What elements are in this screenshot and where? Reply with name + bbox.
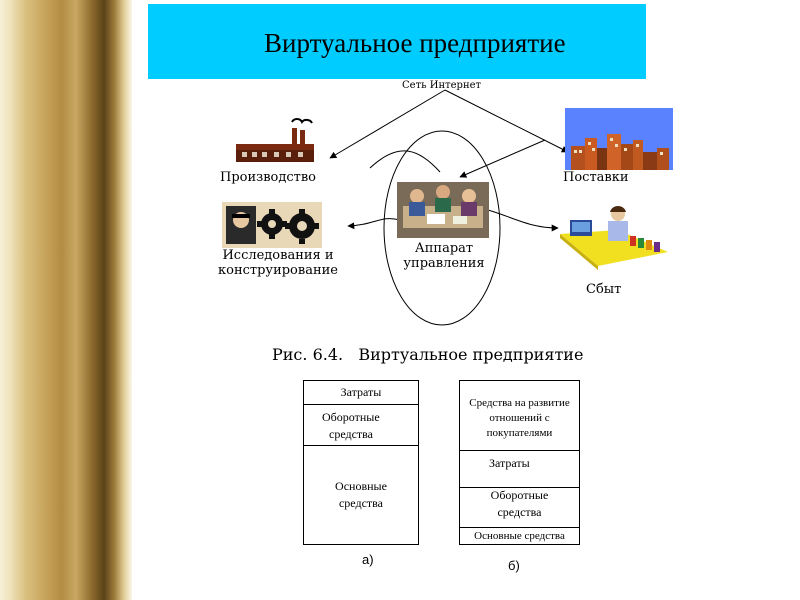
- management-label: Аппарат управления: [384, 241, 504, 271]
- box-b-divider-3: [460, 527, 579, 528]
- arrow-management-research: [347, 218, 401, 230]
- arrow-management-sales: [487, 209, 559, 232]
- management-ellipse: [383, 130, 501, 326]
- arrow-internet-supplies: [444, 89, 569, 153]
- box-b-working-2: средства: [497, 505, 542, 519]
- research-label-line2: конструирование: [218, 263, 338, 278]
- arrow-production-management: [369, 150, 441, 173]
- management-label-line2: управления: [403, 256, 485, 271]
- box-a-costs: Затраты: [340, 385, 382, 399]
- box-b-dev-3: покупателями: [486, 427, 553, 439]
- arrow-internet-production: [329, 89, 446, 159]
- decorative-sidebar: [0, 0, 132, 600]
- arrow-supplies-management: [459, 139, 546, 178]
- balance-box-b: Средства на развитие отношений с покупат…: [459, 380, 580, 545]
- box-a-fixed-1: Основные: [335, 479, 387, 493]
- research-label: Исследования и конструирование: [196, 248, 360, 278]
- box-b-fixed: Основные средства: [474, 530, 565, 542]
- box-b-costs: Затраты: [489, 456, 530, 470]
- box-a-divider-1: [304, 404, 418, 405]
- box-a-label: а): [362, 552, 374, 567]
- gears-icon: [222, 202, 322, 248]
- research-label-line1: Исследования и: [222, 248, 334, 263]
- cashier-icon: [560, 206, 668, 270]
- box-b-dev-1: Средства на развитие: [469, 397, 570, 409]
- box-b-dev-2: отношений с: [489, 412, 550, 424]
- city-icon: [565, 108, 673, 170]
- meeting-icon: [397, 182, 489, 238]
- title-banner: [148, 4, 646, 79]
- box-b-label: б): [508, 558, 520, 573]
- management-label-line1: Аппарат: [414, 241, 474, 256]
- box-a-divider-2: [304, 445, 418, 446]
- factory-icon: [236, 118, 314, 162]
- box-b-divider-2: [460, 487, 579, 488]
- box-a-fixed-2: средства: [338, 496, 383, 510]
- box-b-working-1: Оборотные: [490, 488, 549, 502]
- sales-label: Сбыт: [586, 282, 622, 297]
- production-label: Производство: [220, 170, 317, 185]
- box-b-divider-1: [460, 450, 579, 451]
- internet-label: Сеть Интернет: [402, 80, 482, 91]
- box-a-working-2: средства: [329, 427, 374, 441]
- box-a-working-1: Оборотные: [322, 410, 380, 424]
- slide-title: Виртуальное предприятие: [264, 28, 566, 58]
- figure-caption: Рис. 6.4. Виртуальное предприятие: [272, 345, 584, 364]
- balance-box-a: Затраты Оборотные средства Основные сред…: [303, 380, 419, 545]
- supplies-label: Поставки: [563, 170, 629, 185]
